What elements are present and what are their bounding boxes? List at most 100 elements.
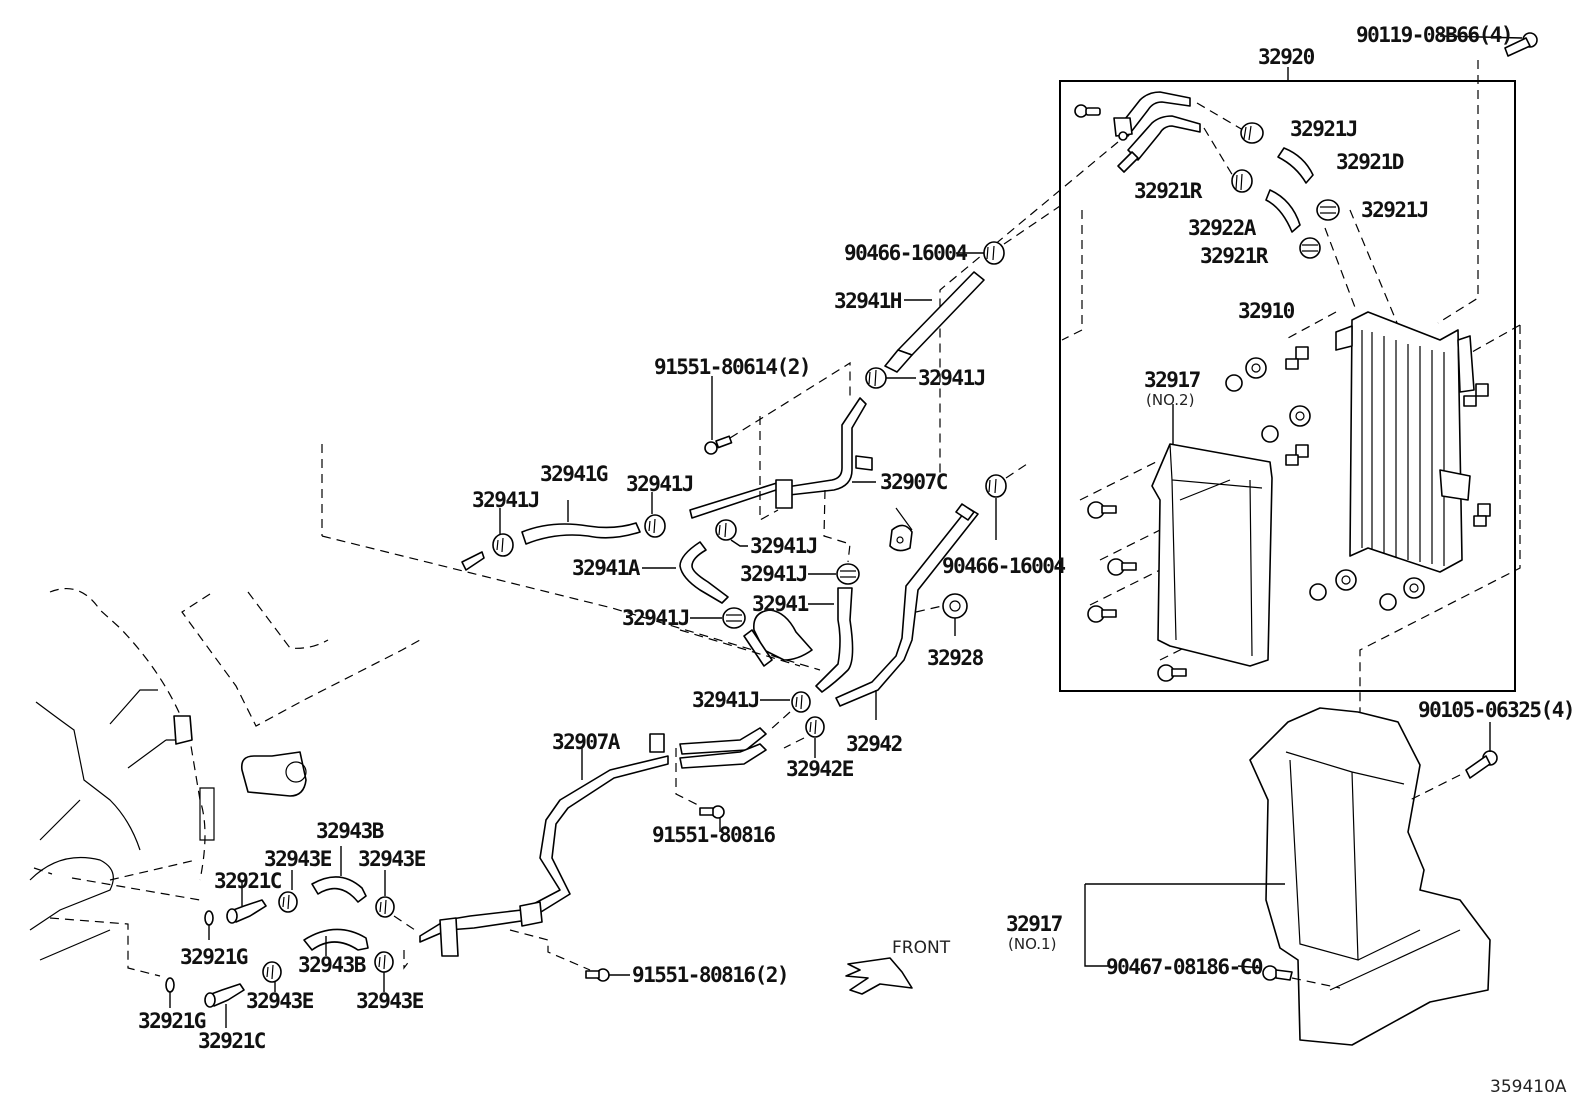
clamp-90466-a <box>956 205 1061 265</box>
oil-cooler-assembly-frame <box>1059 67 1516 692</box>
clamp-32942E <box>769 711 825 758</box>
callout-32921J-lower[interactable]: 32921J <box>1361 198 1429 222</box>
callout-32917-no1[interactable]: 32917 <box>1006 912 1064 936</box>
transmission-outline <box>29 588 421 977</box>
bracket-small <box>889 507 913 552</box>
callout-32941J-a[interactable]: 32941J <box>918 366 986 390</box>
clamp-32943E-d <box>374 950 411 992</box>
callout-32941J-e[interactable]: 32941J <box>622 606 690 630</box>
callout-32941J-b[interactable]: 32941J <box>472 488 540 512</box>
callout-32907A[interactable]: 32907A <box>552 730 622 754</box>
callout-32917-no2-sub: (NO.2) <box>1146 391 1194 409</box>
clamp-32941J-f <box>808 563 860 585</box>
callout-32943E-a[interactable]: 32943E <box>264 847 333 871</box>
callout-32910[interactable]: 32910 <box>1238 299 1296 323</box>
callout-32921R-lower[interactable]: 32921R <box>1200 244 1270 268</box>
fitting-32921C-b <box>204 983 245 1028</box>
bracket-32928 <box>915 593 968 636</box>
callout-32941J-g[interactable]: 32941J <box>692 688 760 712</box>
callout-32921J-upper[interactable]: 32921J <box>1290 117 1358 141</box>
tube-end-left <box>321 444 821 671</box>
bolt-91551-80614 <box>704 361 851 563</box>
callout-91551-80816[interactable]: 91551-80816 <box>652 823 777 847</box>
clamp-32943E-a <box>278 870 298 913</box>
clamp-32943E-b <box>375 870 419 933</box>
callout-32943E-d[interactable]: 32943E <box>356 989 425 1013</box>
callout-32943E-c[interactable]: 32943E <box>246 989 315 1013</box>
callout-90105-06325[interactable]: 90105-06325(4) <box>1418 698 1576 722</box>
clamp-32941J-g <box>760 691 811 713</box>
callout-32942E[interactable]: 32942E <box>786 757 855 781</box>
clamp-32941J-d <box>715 519 748 547</box>
bolt-90105 <box>1409 722 1498 801</box>
callout-90119-08B66[interactable]: 90119-08B66(4) <box>1356 23 1514 47</box>
hose-32943B-lower <box>303 928 369 956</box>
callout-32943B-upper[interactable]: 32943B <box>316 819 385 843</box>
callout-91551-80614[interactable]: 91551-80614(2) <box>654 355 812 379</box>
callout-32921G-upper[interactable]: 32921G <box>180 945 249 969</box>
callout-32941[interactable]: 32941 <box>752 592 810 616</box>
callout-32917-no1-sub: (NO.1) <box>1008 935 1056 953</box>
clamp-32921R-upper <box>1231 169 1253 193</box>
tube-32907C <box>689 397 876 519</box>
hose-32943B-upper <box>311 846 367 903</box>
callout-32920[interactable]: 32920 <box>1258 45 1316 69</box>
mount-bushings <box>1225 346 1491 611</box>
bolt-90119 <box>1439 32 1538 57</box>
clamp-90466-b <box>985 461 1031 540</box>
clamp-32941J-a <box>865 367 916 389</box>
callout-32922A[interactable]: 32922A <box>1188 216 1258 240</box>
callout-32941G[interactable]: 32941G <box>540 462 609 486</box>
hose-32921D <box>1277 147 1314 184</box>
o-ring-32921G-b <box>165 977 175 1008</box>
cooler-pipe-fittings <box>1074 91 1201 173</box>
tube-32942 <box>835 503 979 720</box>
duct-bolts <box>1087 501 1187 682</box>
clamp-32941J-b <box>492 508 514 557</box>
callout-32943B-lower[interactable]: 32943B <box>298 953 367 977</box>
duct-32917-no1 <box>1084 707 1491 1046</box>
front-label: FRONT <box>892 938 951 958</box>
hose-32941 <box>808 587 854 693</box>
callout-32941J-c[interactable]: 32941J <box>626 472 694 496</box>
duct-32917-no2 <box>1151 404 1273 667</box>
figure-id: 359410A <box>1490 1077 1567 1097</box>
callout-32928[interactable]: 32928 <box>927 646 985 670</box>
callout-32921C-upper[interactable]: 32921C <box>214 869 283 893</box>
callout-32942[interactable]: 32942 <box>846 732 903 756</box>
clamp-32943E-c <box>262 961 282 992</box>
bolt-91551-80816-2 <box>509 929 630 982</box>
callout-32921C-lower[interactable]: 32921C <box>198 1029 267 1053</box>
clamp-32921J-upper <box>1240 122 1264 144</box>
callout-90466-16004-lower[interactable]: 90466-16004 <box>942 554 1067 578</box>
clamp-32921R-lower <box>1299 237 1321 259</box>
callout-32941J-f[interactable]: 32941J <box>740 562 808 586</box>
front-direction-arrow[interactable]: FRONT <box>845 938 951 995</box>
callout-32921R-upper[interactable]: 32921R <box>1134 179 1204 203</box>
callout-91551-80816-2[interactable]: 91551-80816(2) <box>632 963 790 987</box>
callout-32941H[interactable]: 32941H <box>834 289 903 313</box>
clamp-32941J-c <box>644 492 666 538</box>
callout-32921D[interactable]: 32921D <box>1336 150 1405 174</box>
tube-32907A <box>419 727 767 957</box>
bolt-91551-80816 <box>675 748 725 832</box>
hose-32941A <box>642 541 729 604</box>
callout-32941A[interactable]: 32941A <box>572 556 642 580</box>
callout-labels: 90119-08B66(4) 32920 32921J 32921D 32921… <box>138 23 1576 1053</box>
callout-32917-no2[interactable]: 32917 <box>1144 368 1202 392</box>
clamp-32941J-e <box>690 607 746 629</box>
filter-element <box>679 609 813 667</box>
callout-32941J-d[interactable]: 32941J <box>750 534 818 558</box>
hose-32941H <box>884 271 985 373</box>
fitting-32921C-a <box>226 880 267 924</box>
o-ring-32921G-a <box>204 910 214 940</box>
hose-32941G <box>521 500 641 545</box>
callout-32943E-b[interactable]: 32943E <box>358 847 427 871</box>
callout-32907C[interactable]: 32907C <box>880 470 949 494</box>
callout-90466-16004-upper[interactable]: 90466-16004 <box>844 241 969 265</box>
oil-cooler-32910 <box>1335 311 1475 573</box>
callout-32921G-lower[interactable]: 32921G <box>138 1009 207 1033</box>
callout-90467-08186-C0[interactable]: 90467-08186-C0 <box>1106 955 1264 979</box>
clip-90467 <box>1237 965 1341 989</box>
